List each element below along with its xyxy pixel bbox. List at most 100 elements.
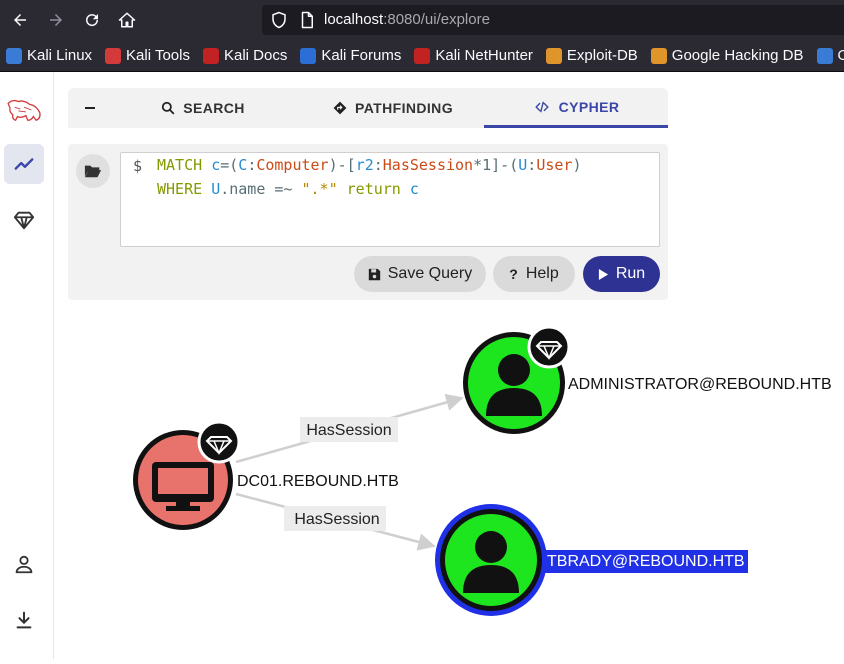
home-button[interactable] [115, 8, 139, 32]
trend-line-icon [14, 158, 34, 170]
bookmark-item[interactable]: OffSe [816, 47, 844, 64]
tab-pathfinding-label: PATHFINDING [355, 100, 453, 116]
edge1-label-bg [300, 417, 398, 442]
save-query-button[interactable]: Save Query [354, 256, 486, 292]
bloodhound-logo [4, 90, 44, 130]
back-button[interactable] [8, 8, 32, 32]
query-token: =( [220, 156, 239, 174]
tab-search[interactable]: SEARCH [148, 88, 258, 128]
graph-svg[interactable]: HasSession HasSession DC01.REBOUND.HTB [54, 300, 844, 659]
edge1-label: HasSession [306, 422, 391, 439]
sidebar-item-explore[interactable] [4, 144, 44, 184]
run-label: Run [615, 265, 646, 282]
bookmark-item[interactable]: Kali Linux [6, 47, 92, 64]
cypher-panel: $ MATCH c=(C:Computer)-[r2:HasSession*1]… [68, 144, 668, 300]
floppy-disk-icon [368, 268, 380, 280]
collapse-button[interactable] [68, 88, 112, 128]
sidebar-item-profile[interactable] [4, 544, 44, 584]
tbrady-node-label[interactable]: TBRADY@REBOUND.HTB [544, 550, 748, 573]
search-icon [162, 101, 175, 115]
query-token: User [536, 156, 573, 174]
minus-icon [85, 107, 95, 109]
bookmark-label: Kali Tools [126, 47, 190, 64]
editor-prompt: $ [133, 157, 143, 175]
computer-badge [197, 420, 241, 464]
tab-pathfinding[interactable]: PATHFINDING [318, 88, 468, 128]
page-icon[interactable] [298, 11, 316, 29]
admin-badge [527, 325, 571, 369]
query-token [202, 180, 211, 198]
query-line-1[interactable]: MATCH c=(C:Computer)-[r2:HasSession*1]-(… [157, 156, 581, 174]
query-token [338, 180, 347, 198]
shield-icon[interactable] [270, 11, 288, 29]
query-token: C [238, 156, 248, 174]
forward-arrow-icon [50, 14, 62, 26]
query-token: WHERE [157, 180, 203, 198]
bookmark-item[interactable]: Google Hacking DB [650, 47, 804, 64]
query-line-2[interactable]: WHERE U.name =~ ".*" return c [157, 180, 419, 198]
query-token: )-[ [328, 156, 356, 174]
bookmark-favicon-icon [414, 47, 431, 64]
query-token: U [518, 156, 528, 174]
gem-icon [13, 211, 35, 230]
query-token: : [527, 156, 537, 174]
run-button[interactable]: Run [583, 256, 660, 292]
query-token: ".*" [301, 180, 338, 198]
reload-button[interactable] [80, 8, 104, 32]
route-icon [333, 101, 347, 115]
app-sidebar [0, 72, 54, 659]
help-button[interactable]: ? Help [493, 256, 575, 292]
bookmark-label: Kali NetHunter [435, 47, 533, 64]
url-path: :8080/ui/explore [383, 11, 490, 28]
url-bar[interactable]: localhost:8080/ui/explore [262, 5, 844, 35]
node-administrator[interactable]: ADMINISTRATOR@REBOUND.HTB [463, 325, 832, 434]
browser-toolbar: localhost:8080/ui/explore [0, 0, 844, 40]
query-token [202, 156, 211, 174]
bookmark-label: Kali Forums [321, 47, 402, 64]
desktop-icon [152, 462, 214, 511]
hound-logo-icon [7, 99, 41, 122]
bookmark-favicon-icon [6, 47, 22, 64]
bookmark-label: Google Hacking DB [671, 47, 804, 64]
bookmark-item[interactable]: Kali Docs [202, 47, 287, 64]
bookmark-favicon-icon [202, 47, 219, 64]
graph-canvas[interactable]: HasSession HasSession DC01.REBOUND.HTB [54, 300, 844, 659]
bookmark-item[interactable]: Kali Tools [105, 47, 190, 64]
sidebar-item-download[interactable] [4, 600, 44, 640]
bookmark-favicon-icon [105, 47, 122, 64]
bookmark-label: Exploit-DB [566, 47, 638, 64]
download-icon [16, 611, 32, 629]
folder-open-icon [84, 165, 102, 178]
user-silhouette-icon [463, 531, 519, 593]
bookmark-item[interactable]: Kali NetHunter [414, 47, 533, 64]
forward-button[interactable] [44, 8, 68, 32]
query-token [401, 180, 410, 198]
tab-cypher-label: CYPHER [558, 98, 620, 115]
edge2-label-bg [284, 506, 386, 531]
sidebar-item-groups[interactable] [4, 200, 44, 240]
query-token: ) [572, 156, 582, 174]
query-token: U [211, 180, 221, 198]
edge2-label: HasSession [294, 511, 379, 528]
explore-tabs: SEARCH PATHFINDING CYPHER [68, 88, 668, 128]
tab-search-label: SEARCH [183, 100, 245, 116]
node-tbrady[interactable] [435, 504, 547, 616]
computer-node-label[interactable]: DC01.REBOUND.HTB [237, 473, 399, 490]
tab-cypher[interactable]: CYPHER [484, 88, 668, 128]
cypher-query-editor[interactable]: $ MATCH c=(C:Computer)-[r2:HasSession*1]… [120, 152, 660, 247]
user-silhouette-icon [486, 354, 542, 416]
question-icon: ? [509, 266, 518, 282]
query-token: *1]-( [473, 156, 519, 174]
home-icon [118, 12, 136, 28]
admin-node-label[interactable]: ADMINISTRATOR@REBOUND.HTB [568, 376, 832, 393]
query-token: r2 [355, 156, 374, 174]
reload-icon [86, 14, 99, 27]
bookmark-item[interactable]: Exploit-DB [545, 47, 638, 64]
bookmark-favicon-icon [545, 47, 562, 64]
save-query-label: Save Query [387, 265, 473, 282]
node-computer[interactable]: DC01.REBOUND.HTB [133, 420, 399, 530]
bookmark-item[interactable]: Kali Forums [300, 47, 401, 64]
saved-queries-button[interactable] [76, 154, 110, 188]
url-text[interactable]: localhost:8080/ui/explore [324, 11, 490, 28]
query-token: HasSession [382, 156, 474, 174]
